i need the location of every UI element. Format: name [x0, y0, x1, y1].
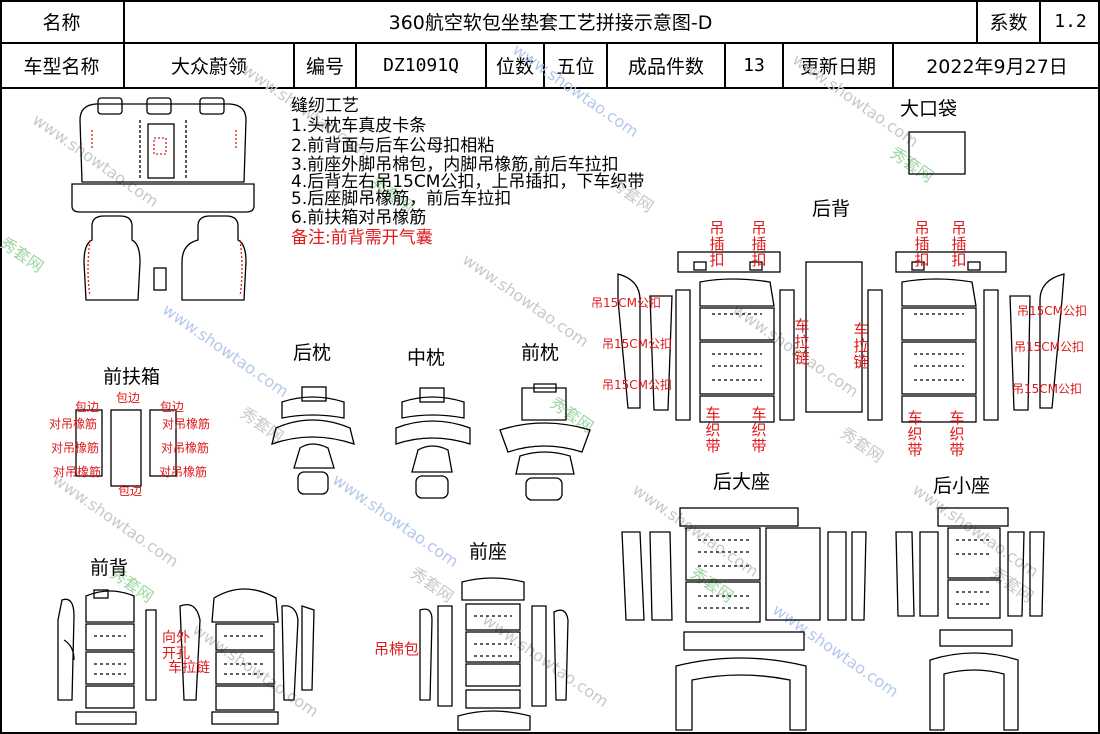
annotation-hang-elastic: 对吊橡筋 [51, 441, 100, 455]
model-label: 车型名称 [0, 44, 125, 87]
annotation-edge: 包边 [116, 391, 141, 405]
front-seat-shapes [419, 577, 569, 731]
annotation-hang-15cm: 吊15CM公扣 [1017, 304, 1088, 318]
rear-big-seat-shapes [621, 507, 867, 731]
pieces-label: 成品件数 [608, 44, 726, 87]
process-title: 缝纫工艺 [291, 96, 359, 116]
annotation-hang-buckle: 吊插扣 [751, 219, 767, 269]
model-value: 大众蔚领 [125, 44, 295, 87]
annotation-hang-elastic: 对吊橡筋 [159, 465, 208, 479]
annotation-webbing: 车织带 [949, 409, 965, 459]
annotation-hang-15cm: 吊15CM公扣 [602, 378, 673, 392]
front-back-label: 前背 [90, 557, 129, 579]
annotation-hang-elastic: 对吊橡筋 [161, 441, 210, 455]
middle-headrest-shapes [395, 387, 471, 499]
rear-headrest-label: 后枕 [293, 342, 332, 364]
coef-label: 系数 [978, 0, 1041, 42]
front-back-shapes [57, 588, 315, 725]
front-armrest-label: 前扶箱 [103, 366, 161, 388]
annotation-hang-buckle: 吊插扣 [914, 219, 930, 269]
seats-value: 五位 [545, 44, 608, 87]
rear-back-shapes [617, 251, 1065, 423]
rear-big-seat-label: 后大座 [713, 471, 771, 493]
process-note: 备注:前背需开气囊 [291, 228, 433, 248]
pieces-value: 13 [726, 44, 784, 87]
annotation-zipper: 车拉链 [794, 317, 810, 367]
rear-headrest-shapes [271, 386, 355, 495]
rear-small-seat-shapes [895, 507, 1045, 731]
seats-label: 位数 [487, 44, 545, 87]
annotation-front-back-note: 车拉链 [168, 660, 210, 676]
annotation-hang-15cm: 吊15CM公扣 [591, 296, 662, 310]
process-step: 6.前扶箱对吊橡筋 [291, 208, 427, 228]
rear-bench-thumbnail [71, 97, 255, 213]
front-headrest-shapes [499, 383, 591, 501]
header-row-1: 名称 360航空软包坐垫套工艺拼接示意图-D 系数 1.2 [0, 0, 1100, 44]
name-label: 名称 [0, 0, 125, 42]
annotation-webbing: 车织带 [705, 405, 721, 455]
annotation-hang-15cm: 吊15CM公扣 [602, 337, 673, 351]
date-label: 更新日期 [784, 44, 894, 87]
sheet-title: 360航空软包坐垫套工艺拼接示意图-D [125, 0, 978, 42]
middle-headrest-label: 中枕 [407, 347, 446, 369]
annotation-hang-buckle: 吊插扣 [709, 219, 725, 269]
annotation-webbing: 车织带 [751, 405, 767, 455]
annotation-hang-15cm: 吊15CM公扣 [1012, 382, 1083, 396]
process-step: 1.头枕车真皮卡条 [291, 116, 427, 136]
big-pocket-label: 大口袋 [900, 98, 958, 120]
annotation-hang-elastic: 对吊橡筋 [49, 417, 98, 431]
front-armrest-shapes [75, 409, 177, 487]
date-value: 2022年9月27日 [926, 56, 1068, 78]
annotation-hang-cotton: 吊棉包 [374, 640, 420, 658]
header-row-2: 车型名称 大众蔚领 编号 DZ1091Q 位数 五位 成品件数 13 更新日期 … [0, 44, 1100, 89]
annotation-webbing: 车织带 [907, 409, 923, 459]
annotation-edge: 包边 [118, 484, 143, 498]
process-step: 4.后背左右吊15CM公扣，上吊插扣，下车织带 [291, 172, 645, 192]
rear-small-seat-label: 后小座 [933, 475, 991, 497]
annotation-hang-15cm: 吊15CM公扣 [1014, 340, 1085, 354]
process-step: 3.前座外脚吊棉包，内脚吊橡筋,前后车拉扣 [291, 155, 619, 175]
big-pocket-shape [908, 131, 966, 175]
annotation-front-back-note: 开孔 [162, 646, 190, 662]
front-headrest-label: 前枕 [521, 342, 560, 364]
process-step: 2.前背面与后车公母扣相粘 [291, 136, 495, 156]
annotation-zipper: 车拉链 [853, 321, 869, 371]
process-step: 5.后座脚吊橡筋，前后车拉扣 [291, 189, 512, 209]
annotation-hang-elastic: 对吊橡筋 [162, 417, 211, 431]
annotation-hang-buckle: 吊插扣 [951, 219, 967, 269]
coef-value: 1.2 [1054, 10, 1087, 32]
annotation-front-back-note: 向外 [162, 630, 190, 646]
front-seats-thumbnail [83, 215, 247, 301]
annotation-hang-elastic: 对吊橡筋 [53, 465, 102, 479]
code-value: DZ1091Q [357, 44, 487, 87]
annotation-edge: 包边 [75, 400, 100, 414]
rear-back-label: 后背 [812, 198, 851, 220]
code-label: 编号 [295, 44, 357, 87]
front-seat-label: 前座 [469, 541, 508, 563]
annotation-edge: 包边 [160, 400, 185, 414]
